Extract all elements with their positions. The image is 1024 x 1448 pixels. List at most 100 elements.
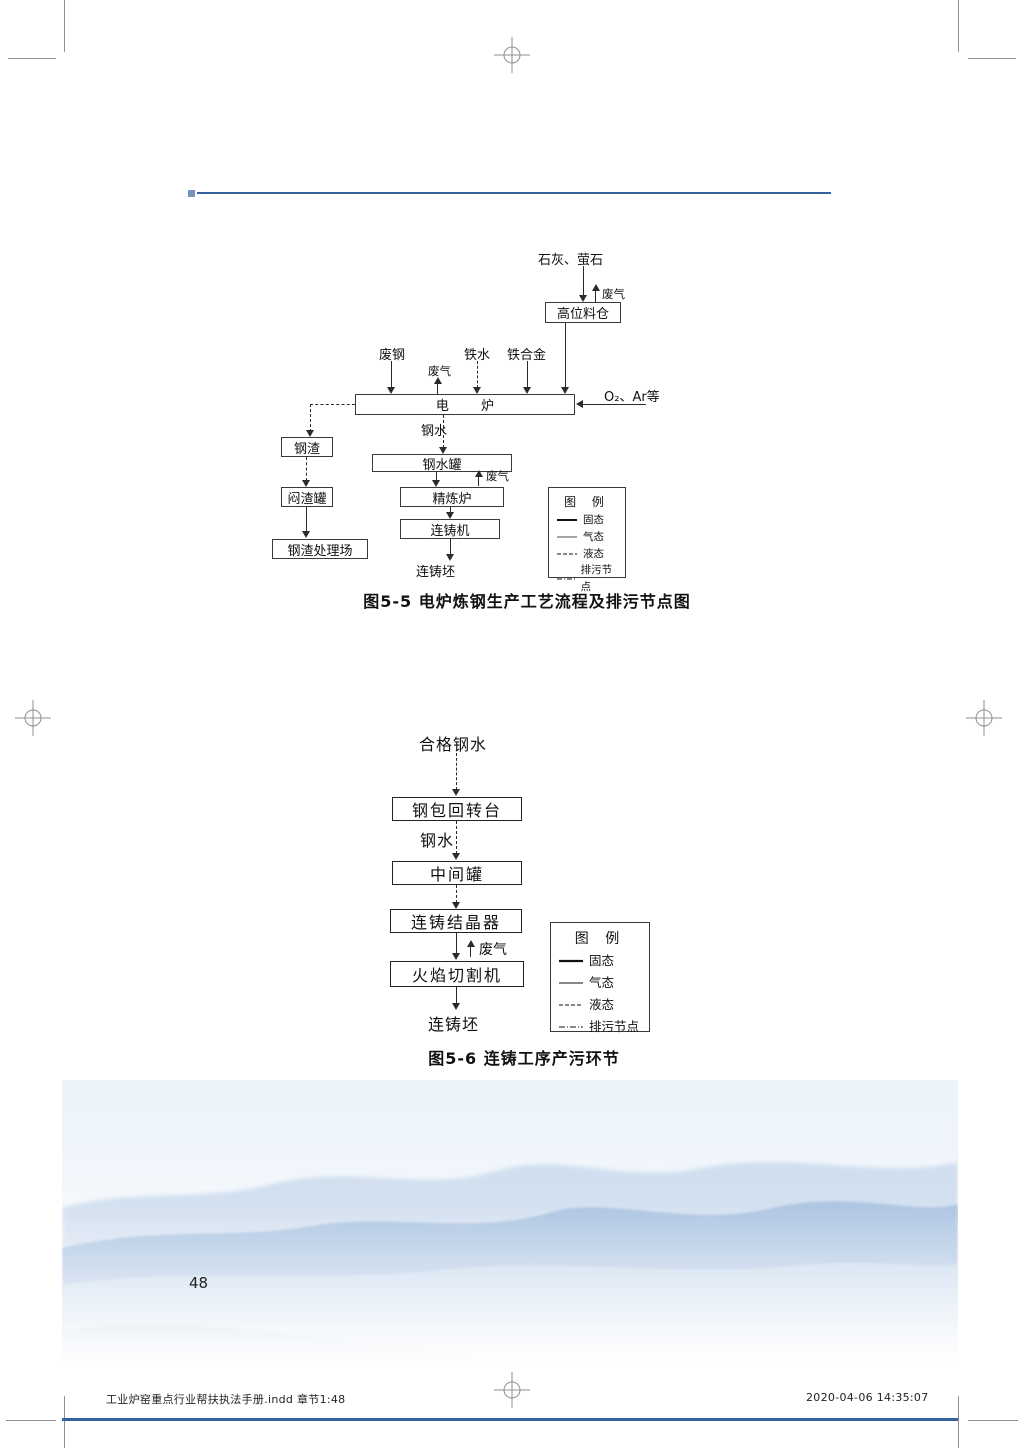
crop-mark bbox=[968, 1420, 1018, 1421]
legend-item-label: 固态 bbox=[589, 953, 615, 968]
arrowhead bbox=[439, 447, 447, 454]
label-waste-gas: 废气 bbox=[428, 364, 451, 378]
flow-line bbox=[391, 361, 392, 388]
crop-mark bbox=[958, 0, 959, 52]
node-tundish: 中间罐 bbox=[392, 861, 522, 885]
node-flame-cutter: 火焰切割机 bbox=[390, 961, 524, 987]
legend-item: 排污节点 bbox=[556, 562, 618, 596]
arrowhead bbox=[446, 512, 454, 519]
arrowhead bbox=[576, 400, 583, 408]
node-ladle-turret: 钢包回转台 bbox=[392, 797, 522, 821]
label-molten-iron: 铁水 bbox=[464, 348, 491, 363]
label-scrap-steel: 废钢 bbox=[379, 348, 406, 363]
label-molten-steel: 钢水 bbox=[421, 424, 448, 439]
footer-rule bbox=[62, 1418, 958, 1421]
legend-figure1: 图 例 固态 气态 液态 排污节点 bbox=[548, 487, 626, 593]
legend-item-label: 排污节点 bbox=[580, 564, 613, 594]
node-casting-mold: 连铸结晶器 bbox=[390, 909, 522, 933]
arrowhead bbox=[452, 953, 460, 960]
label-waste-gas: 废气 bbox=[602, 287, 625, 301]
legend-item: 气态 bbox=[558, 972, 642, 994]
arrowhead bbox=[523, 387, 531, 394]
arrowhead bbox=[452, 902, 460, 909]
legend-item-label: 液态 bbox=[589, 996, 615, 1012]
flow-line bbox=[306, 507, 307, 532]
legend-item: 固态 bbox=[558, 950, 642, 972]
flow-line bbox=[565, 323, 566, 389]
node-steel-slag: 钢渣 bbox=[281, 437, 333, 457]
node-steel-ladle: 钢水罐 bbox=[372, 454, 512, 473]
footer-timestamp: 2020-04-06 14:35:07 bbox=[806, 1391, 929, 1404]
flow-line-liquid bbox=[456, 753, 457, 790]
registration-mark bbox=[15, 700, 51, 736]
pollution-line bbox=[306, 457, 307, 481]
arrowhead bbox=[452, 789, 460, 796]
crop-mark bbox=[64, 0, 65, 52]
arrowhead bbox=[432, 480, 440, 487]
arrowhead bbox=[475, 470, 483, 477]
label-cast-billet: 连铸坯 bbox=[416, 565, 456, 580]
arrowhead bbox=[467, 940, 475, 947]
legend-line-dashdot-icon bbox=[557, 578, 576, 580]
figure2-caption: 图5-6 连铸工序产污环节 bbox=[428, 1049, 620, 1068]
legend-item-label: 固态 bbox=[583, 514, 604, 526]
legend-line-thin-icon bbox=[557, 536, 577, 538]
arrowhead bbox=[434, 377, 442, 384]
flow-line-liquid bbox=[477, 361, 478, 388]
label-molten-steel: 钢水 bbox=[420, 831, 455, 850]
arrowhead bbox=[446, 554, 454, 561]
arrowhead bbox=[306, 430, 314, 437]
flow-line bbox=[582, 404, 646, 405]
node-slag-treatment-yard: 钢渣处理场 bbox=[272, 539, 368, 559]
flow-line-liquid bbox=[456, 821, 457, 854]
node-slag-pot: 闷渣罐 bbox=[281, 487, 333, 507]
arrowhead bbox=[452, 853, 460, 860]
crop-mark bbox=[6, 1420, 56, 1421]
registration-mark bbox=[966, 700, 1002, 736]
arrowhead bbox=[473, 387, 481, 394]
label-qualified-steel: 合格钢水 bbox=[419, 735, 488, 754]
legend-line-solid-icon bbox=[559, 959, 583, 963]
flow-line bbox=[436, 472, 437, 482]
flow-line bbox=[450, 539, 451, 555]
flow-line-liquid bbox=[443, 415, 444, 448]
legend-line-dashed-icon bbox=[559, 1004, 583, 1006]
label-waste-gas: 废气 bbox=[479, 942, 507, 958]
flow-line-liquid bbox=[456, 885, 457, 903]
header-rule bbox=[197, 192, 831, 194]
arrowhead bbox=[387, 387, 395, 394]
waste-gas-line bbox=[478, 474, 479, 486]
mountain-artwork bbox=[62, 1080, 958, 1365]
legend-item-label: 气态 bbox=[589, 974, 615, 990]
legend-title: 图 例 bbox=[564, 495, 610, 509]
label-lime-fluorite: 石灰、萤石 bbox=[538, 253, 604, 268]
crop-mark bbox=[958, 1396, 959, 1448]
legend-item-label: 液态 bbox=[583, 547, 604, 560]
label-cast-billet: 连铸坯 bbox=[428, 1015, 480, 1034]
legend-item: 液态 bbox=[556, 546, 618, 563]
flow-line bbox=[450, 507, 451, 514]
legend-item: 固态 bbox=[556, 512, 618, 529]
legend-item-label: 排污节点 bbox=[589, 1018, 640, 1034]
arrowhead bbox=[592, 284, 600, 291]
crop-mark bbox=[968, 58, 1016, 59]
node-electric-furnace: 电 炉 bbox=[355, 394, 575, 415]
flow-line bbox=[456, 933, 457, 954]
registration-mark bbox=[494, 37, 530, 73]
crop-mark bbox=[64, 1396, 65, 1448]
legend-item-label: 气态 bbox=[583, 530, 604, 543]
legend-figure2: 图 例 固态 气态 液态 排污节点 bbox=[550, 922, 650, 1034]
waste-gas-line bbox=[595, 289, 596, 302]
label-waste-gas: 废气 bbox=[486, 469, 509, 483]
crop-mark bbox=[8, 58, 56, 59]
arrowhead bbox=[561, 387, 569, 394]
legend-item: 液态 bbox=[558, 994, 642, 1016]
legend-line-solid-icon bbox=[557, 519, 577, 522]
figure1-caption: 图5-5 电炉炼钢生产工艺流程及排污节点图 bbox=[363, 592, 691, 611]
pollution-line bbox=[310, 404, 355, 405]
waste-gas-line bbox=[437, 381, 438, 394]
legend-title: 图 例 bbox=[574, 931, 626, 947]
waste-gas-line bbox=[470, 944, 471, 957]
legend-line-dashed-icon bbox=[557, 553, 577, 555]
